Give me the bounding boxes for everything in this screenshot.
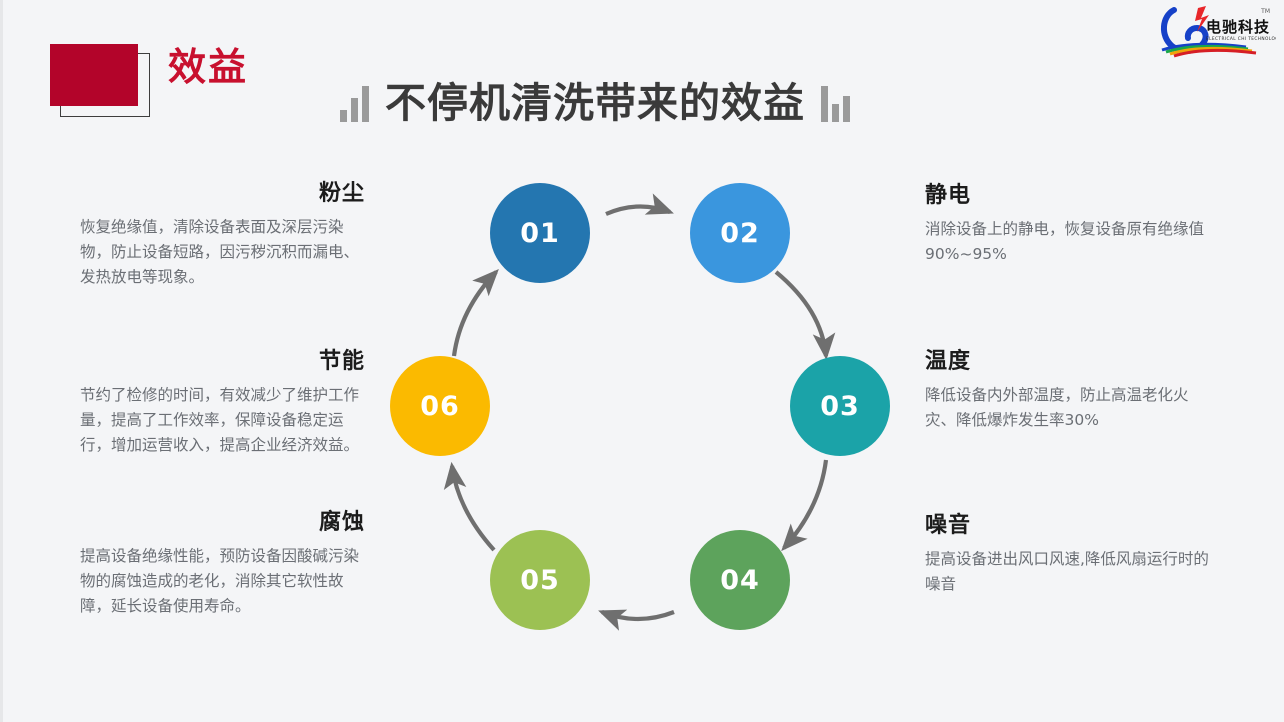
cycle-diagram: 01 02 03 04 05 06 [370,160,910,660]
benefit-body: 提高设备绝缘性能，预防设备因酸碱污染物的腐蚀造成的老化，消除其它软性故障，延长设… [80,547,360,616]
left-edge-rule [0,0,3,722]
cycle-node-02[interactable]: 02 [690,183,790,283]
benefit-body: 消除设备上的静电，恢复设备原有绝缘值90%~95% [925,220,1205,264]
benefit-block-corrosion: 腐蚀 提高设备绝缘性能，预防设备因酸碱污染物的腐蚀造成的老化，消除其它软性故障，… [80,510,365,620]
benefit-block-dust: 粉尘 恢复绝缘值，清除设备表面及深层污染物，防止设备短路，因污秽沉积而漏电、发热… [80,181,365,291]
trademark-mark: TM [1261,8,1270,15]
bar-chart-left-icon [340,82,369,122]
benefit-title: 静电 [925,183,972,208]
benefit-title: 节能 [318,349,365,374]
benefit-body: 节约了检修的时间，有效减少了维护工作量，提高了工作效率，保障设备稳定运行，增加运… [80,386,360,455]
page-title-row: 不停机清洗带来的效益 [340,66,850,126]
benefit-block-temperature: 温度 降低设备内外部温度，防止高温老化火灾、降低爆炸发生率30% [925,349,1210,433]
company-logo: 电驰科技 ELECTRICAL CHI TECHNOLOGY TM [1154,2,1281,58]
benefit-block-static: 静电 消除设备上的静电，恢复设备原有绝缘值90%~95% [925,183,1210,267]
company-logo-graphic: 电驰科技 ELECTRICAL CHI TECHNOLOGY [1161,6,1281,58]
cycle-arrows [443,193,836,631]
benefit-block-noise: 噪音 提高设备进出风口风速,降低风扇运行时的噪音 [925,513,1210,597]
badge-fill-shape [50,44,138,106]
cycle-node-05[interactable]: 05 [490,530,590,630]
bar-chart-right-icon [821,82,850,122]
cycle-node-06[interactable]: 06 [390,356,490,456]
benefit-title: 噪音 [925,513,972,538]
svg-text:电驰科技: 电驰科技 [1206,18,1270,36]
benefit-title: 温度 [925,349,972,374]
benefit-body: 恢复绝缘值，清除设备表面及深层污染物，防止设备短路，因污秽沉积而漏电、发热放电等… [80,218,360,287]
cycle-node-01[interactable]: 01 [490,183,590,283]
page-title: 不停机清洗带来的效益 [385,79,805,127]
cycle-node-03[interactable]: 03 [790,356,890,456]
benefit-body: 提高设备进出风口风速,降低风扇运行时的噪音 [925,550,1209,594]
benefit-title: 粉尘 [318,181,365,206]
benefit-block-energy: 节能 节约了检修的时间，有效减少了维护工作量，提高了工作效率，保障设备稳定运行，… [80,349,365,459]
section-badge-label: 效益 [168,45,249,89]
cycle-node-04[interactable]: 04 [690,530,790,630]
benefit-title: 腐蚀 [318,510,365,535]
benefit-body: 降低设备内外部温度，防止高温老化火灾、降低爆炸发生率30% [925,386,1189,430]
section-badge [50,44,150,118]
svg-text:ELECTRICAL CHI TECHNOLOGY: ELECTRICAL CHI TECHNOLOGY [1206,36,1276,42]
